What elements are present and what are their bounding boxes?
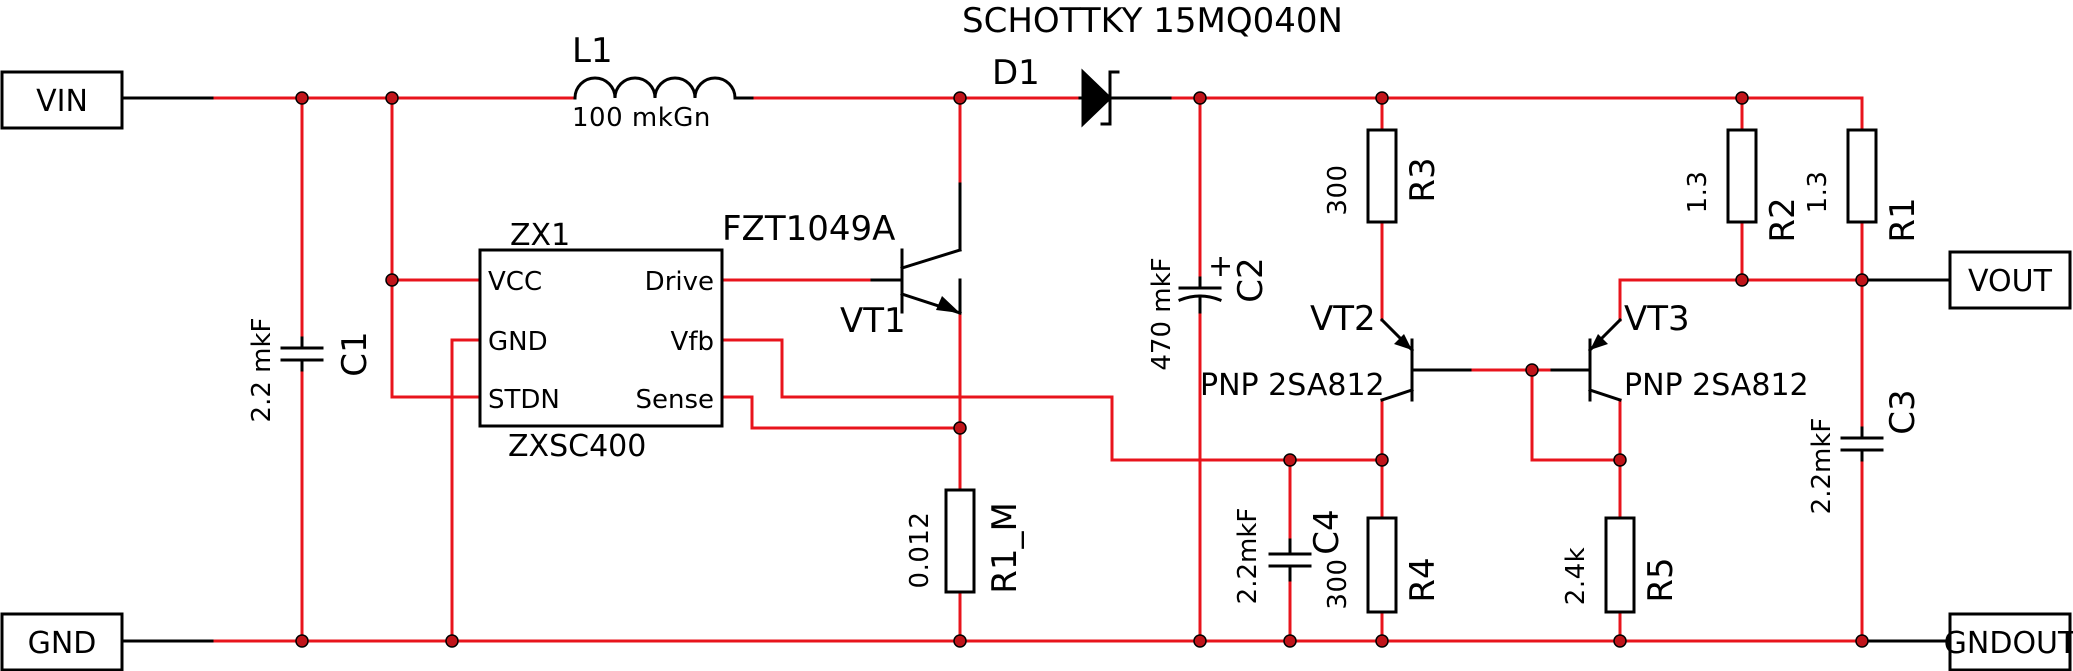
c2-polarity: + — [1208, 249, 1233, 284]
diode-d1: D1 SCHOTTKY 15MQ040N — [962, 1, 1343, 128]
vt3-ref: VT3 — [1624, 299, 1690, 339]
port-vin-label: VIN — [36, 84, 88, 119]
r5-value: 2.4k — [1561, 547, 1591, 605]
vt2-part: PNP 2SA812 — [1200, 368, 1385, 403]
junction-dot — [1283, 453, 1297, 467]
port-vout: VOUT — [1948, 250, 2072, 310]
r3-value: 300 — [1323, 164, 1353, 215]
junction-dot — [445, 634, 459, 648]
r2-value: 1.3 — [1683, 171, 1713, 214]
l1-ref: L1 — [572, 31, 613, 71]
port-gnd-label: GND — [28, 626, 97, 661]
c3-value: 2.2mkF — [1807, 418, 1837, 515]
junctions — [295, 91, 1869, 648]
junction-dot — [1375, 453, 1389, 467]
junction-dot — [385, 91, 399, 105]
r4-ref: R4 — [1403, 557, 1443, 602]
c4-value: 2.2mkF — [1233, 508, 1263, 605]
junction-dot — [1193, 91, 1207, 105]
junction-dot — [1855, 273, 1869, 287]
resistor-r5: R5 2.4k — [1561, 516, 1681, 614]
c4-ref: C4 — [1307, 509, 1347, 554]
r1-value: 1.3 — [1803, 171, 1833, 214]
r3-ref: R3 — [1403, 157, 1443, 202]
junction-dot — [295, 91, 309, 105]
resistor-r3: R3 300 — [1323, 128, 1443, 224]
port-gnd: GND — [0, 612, 124, 671]
capacitor-c1: C1 2.2 mkF — [247, 318, 375, 423]
resistor-r1-m: R1_M 0.012 — [905, 488, 1025, 594]
junction-dot — [1283, 634, 1297, 648]
r1m-value: 0.012 — [905, 512, 935, 589]
pin-stdn: STDN — [488, 385, 560, 415]
d1-value: SCHOTTKY 15MQ040N — [962, 1, 1343, 41]
r2-ref: R2 — [1763, 197, 1803, 242]
junction-dot — [1525, 363, 1539, 377]
pin-vcc: VCC — [488, 267, 542, 297]
junction-dot — [295, 634, 309, 648]
zx1-part: ZXSC400 — [508, 429, 646, 464]
port-gndout-label: GNDOUT — [1944, 626, 2073, 661]
junction-dot — [953, 421, 967, 435]
r1m-ref: R1_M — [985, 502, 1025, 594]
capacitor-c2: + C2 470 mkF — [1147, 249, 1271, 371]
c2-value: 470 mkF — [1147, 257, 1177, 370]
pin-sense: Sense — [635, 385, 714, 415]
transistor-vt2: VT2 PNP 2SA812 — [1200, 299, 1472, 403]
d1-ref: D1 — [992, 53, 1040, 93]
pin-drive: Drive — [645, 267, 714, 297]
resistor-r1: R1 1.3 — [1803, 128, 1923, 243]
c1-value: 2.2 mkF — [247, 318, 277, 423]
junction-dot — [1735, 91, 1749, 105]
port-gndout: GNDOUT — [1944, 612, 2073, 671]
vt3-part: PNP 2SA812 — [1624, 368, 1809, 403]
port-vout-label: VOUT — [1968, 264, 2053, 299]
wires — [210, 96, 1952, 643]
vt1-part: FZT1049A — [722, 209, 895, 249]
c2-ref: C2 — [1231, 257, 1271, 302]
junction-dot — [953, 634, 967, 648]
r1-ref: R1 — [1883, 197, 1923, 242]
junction-dot — [1735, 273, 1749, 287]
vt2-ref: VT2 — [1310, 299, 1376, 339]
junction-dot — [1193, 634, 1207, 648]
vt1-ref: VT1 — [840, 301, 906, 341]
r5-ref: R5 — [1641, 557, 1681, 602]
junction-dot — [1613, 453, 1627, 467]
port-vin: VIN — [0, 70, 124, 130]
pin-gnd: GND — [488, 327, 548, 357]
transistor-vt3: VT3 PNP 2SA812 — [1550, 299, 1809, 403]
l1-value: 100 mkGn — [572, 103, 711, 133]
resistor-r4: R4 300 — [1323, 516, 1443, 614]
pin-vfb: Vfb — [671, 327, 714, 357]
transistor-vt1: FZT1049A VT1 — [722, 209, 962, 341]
junction-dot — [953, 91, 967, 105]
ic-zx1: ZX1 ZXSC400 VCC GND STDN Drive Vfb Sense — [478, 218, 724, 464]
junction-dot — [1375, 91, 1389, 105]
c1-ref: C1 — [335, 331, 375, 376]
capacitor-c3: C3 2.2mkF — [1807, 389, 1923, 514]
capacitor-c4: C4 2.2mkF — [1233, 508, 1347, 605]
junction-dot — [1375, 634, 1389, 648]
c3-ref: C3 — [1883, 389, 1923, 434]
inductor-l1: L1 100 mkGn — [572, 31, 754, 133]
junction-dot — [1613, 634, 1627, 648]
junction-dot — [385, 273, 399, 287]
zx1-ref: ZX1 — [510, 218, 570, 253]
resistor-r2: R2 1.3 — [1683, 128, 1803, 243]
junction-dot — [1855, 634, 1869, 648]
r4-value: 300 — [1323, 558, 1353, 609]
